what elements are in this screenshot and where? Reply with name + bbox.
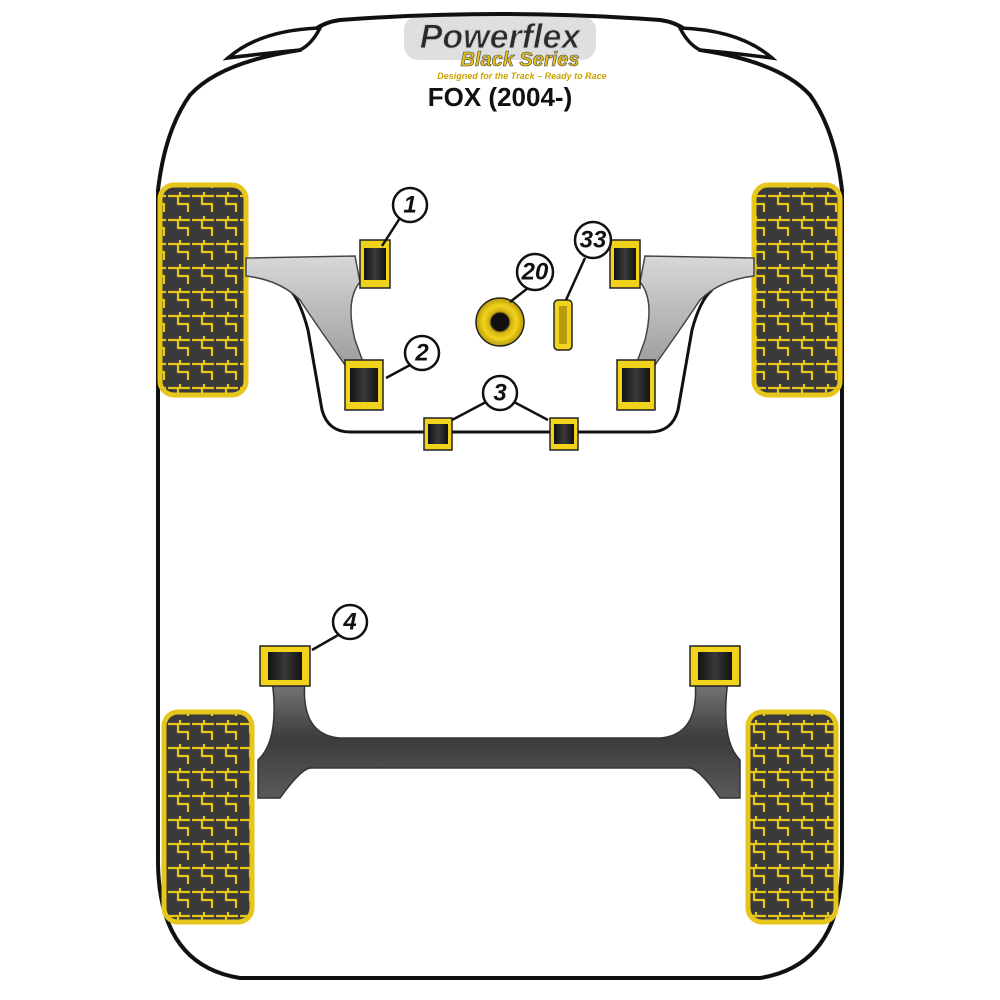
callout-2: 2 xyxy=(385,334,441,380)
front-subframe xyxy=(288,288,714,434)
bush-4-rear-right xyxy=(689,645,741,687)
car-body-outline xyxy=(156,12,844,980)
bush-4-rear-left xyxy=(259,645,311,687)
callout-1-label: 1 xyxy=(403,192,416,219)
callout-3: 3 xyxy=(451,374,549,422)
bush-1-front-right xyxy=(609,239,641,289)
logo-tagline-text: Designed for the Track – Ready to Race xyxy=(437,71,606,81)
bush-20-engine-mount xyxy=(475,297,525,347)
callout-4: 4 xyxy=(311,603,369,652)
powerflex-logo: Powerflex Black Series Designed for the … xyxy=(404,16,607,81)
callout-33: 33 xyxy=(564,220,613,301)
callout-3-label: 3 xyxy=(493,380,507,407)
rear-right-wheel xyxy=(745,709,839,925)
bush-3-left xyxy=(423,417,453,451)
rear-twist-beam xyxy=(257,679,741,799)
callout-20-label: 20 xyxy=(521,259,549,286)
callout-20: 20 xyxy=(509,252,555,303)
logo-series-text: Black Series xyxy=(461,49,580,71)
bush-2-front-left xyxy=(344,359,384,411)
bush-2-front-right xyxy=(616,359,656,411)
callout-4-label: 4 xyxy=(342,609,356,636)
front-right-wheel xyxy=(751,182,843,398)
right-headlight xyxy=(677,26,778,61)
bush-33-insert xyxy=(553,299,573,351)
bush-1-front-left xyxy=(359,239,391,289)
callout-2-label: 2 xyxy=(414,340,429,367)
callout-1: 1 xyxy=(380,186,429,247)
front-left-wheel xyxy=(157,182,249,398)
rear-left-wheel xyxy=(161,709,255,925)
bush-3-right xyxy=(549,417,579,451)
model-title: FOX (2004-) xyxy=(428,82,573,112)
callout-33-label: 33 xyxy=(580,227,607,254)
logo-brand-text: Powerflex xyxy=(420,18,583,56)
front-left-wishbone xyxy=(245,255,368,373)
left-headlight xyxy=(222,26,323,61)
front-right-wishbone xyxy=(632,255,755,373)
